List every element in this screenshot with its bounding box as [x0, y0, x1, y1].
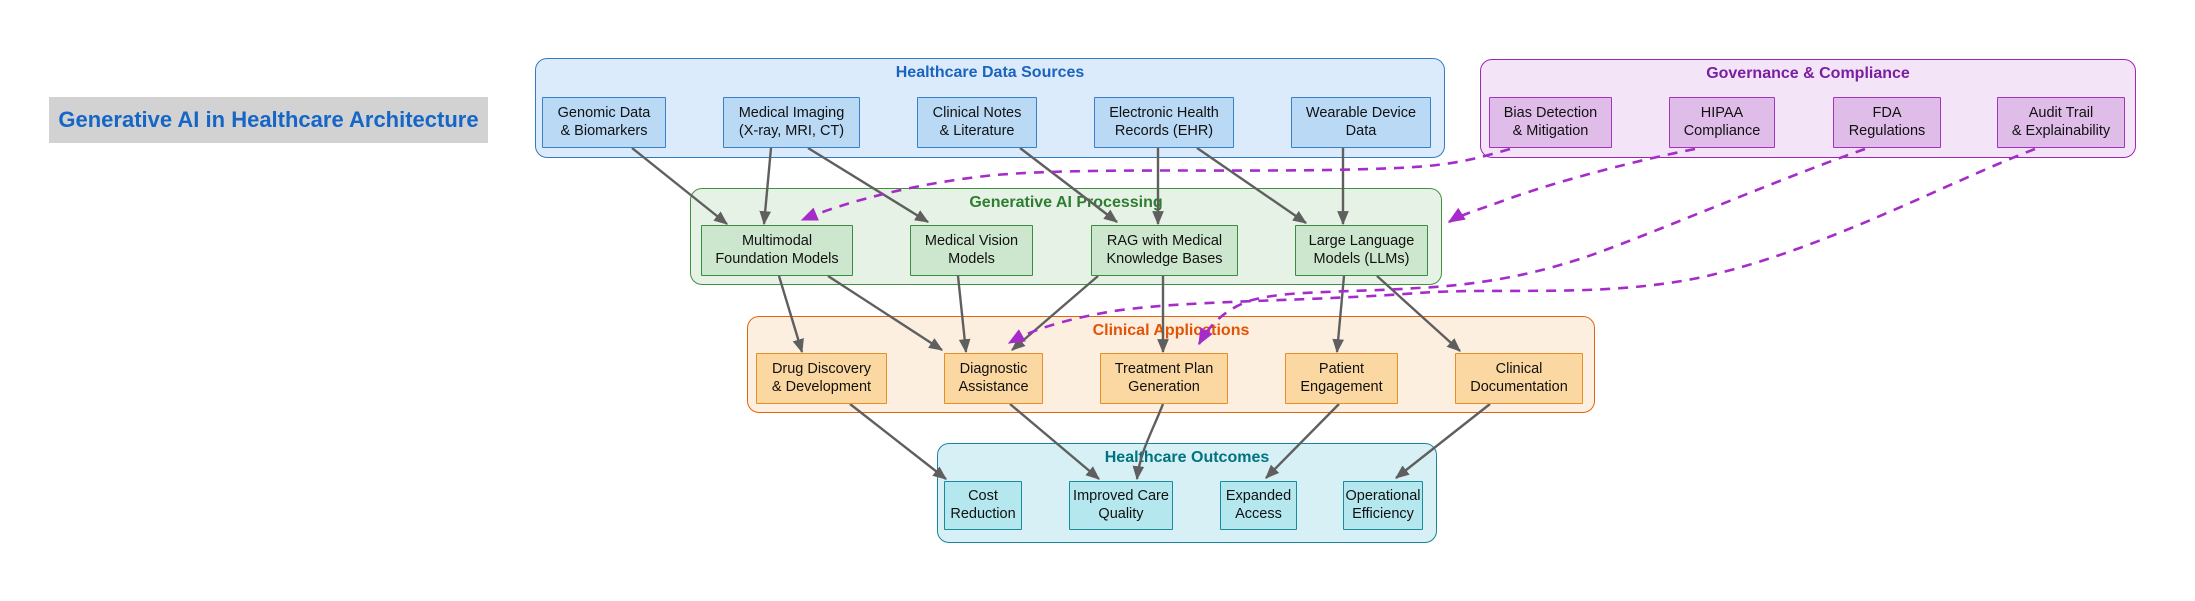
edge-multimodal-to-diagnostic	[827, 274, 943, 352]
node-clinical-documentation: Clinical Documentation	[1455, 353, 1583, 404]
node-clinical-notes: Clinical Notes & Literature	[917, 97, 1037, 148]
node-hipaa-compliance: HIPAA Compliance	[1669, 97, 1775, 148]
node-bias-detection: Bias Detection & Mitigation	[1489, 97, 1612, 148]
node-treatment-plan: Treatment Plan Generation	[1100, 353, 1228, 404]
edge-documentation-to-efficiency	[1395, 403, 1491, 479]
edge-treatment-to-quality	[1132, 403, 1165, 481]
node-multimodal-foundation-models: Multimodal Foundation Models	[701, 225, 853, 276]
node-diagnostic-assistance: Diagnostic Assistance	[944, 353, 1043, 404]
node-drug-discovery: Drug Discovery & Development	[756, 353, 887, 404]
edge-drug-to-cost	[849, 403, 947, 480]
edge-audit-to-diagnostic	[1007, 147, 2036, 345]
node-genomic-data: Genomic Data & Biomarkers	[542, 97, 666, 148]
edge-vision-to-diagnostic	[956, 275, 971, 354]
node-cost-reduction: Cost Reduction	[944, 481, 1022, 530]
group-title-governance: Governance & Compliance	[1706, 65, 1910, 82]
edge-notes-to-rag	[1019, 147, 1118, 223]
edge-engagement-to-access	[1265, 403, 1340, 479]
edge-imaging-to-vision	[807, 146, 929, 224]
node-fda-regulations: FDA Regulations	[1833, 97, 1941, 148]
edge-diagnostic-to-quality	[1009, 403, 1100, 480]
node-expanded-access: Expanded Access	[1220, 481, 1297, 530]
edge-ehr-to-llm	[1196, 147, 1307, 224]
node-improved-care-quality: Improved Care Quality	[1069, 481, 1173, 530]
node-medical-imaging: Medical Imaging (X-ray, MRI, CT)	[723, 97, 860, 148]
node-rag-knowledge-bases: RAG with Medical Knowledge Bases	[1091, 225, 1238, 276]
edge-fda-to-treatment	[1197, 147, 1866, 346]
group-title-processing: Generative AI Processing	[969, 194, 1163, 211]
edge-imaging-to-multimodal	[759, 147, 773, 226]
edge-multimodal-to-drug	[777, 275, 804, 354]
edge-llm-to-documentation	[1376, 275, 1461, 352]
edge-genomic-to-multimodal	[631, 147, 728, 225]
node-medical-vision-models: Medical Vision Models	[910, 225, 1033, 276]
node-llm: Large Language Models (LLMs)	[1295, 225, 1428, 276]
node-patient-engagement: Patient Engagement	[1285, 353, 1398, 404]
edge-llm-to-engagement	[1332, 275, 1346, 354]
edge-bias-to-multimodal	[800, 147, 1511, 222]
node-ehr: Electronic Health Records (EHR)	[1094, 97, 1234, 148]
edge-rag-to-diagnostic	[1011, 275, 1099, 351]
node-audit-trail: Audit Trail & Explainability	[1997, 97, 2125, 148]
group-title-outcomes: Healthcare Outcomes	[1104, 449, 1270, 466]
diagram-title: Generative AI in Healthcare Architecture	[49, 97, 488, 143]
edge-hipaa-to-llm	[1447, 147, 1696, 224]
node-operational-efficiency: Operational Efficiency	[1343, 481, 1423, 530]
group-title-sources: Healthcare Data Sources	[895, 64, 1085, 81]
node-wearable-data: Wearable Device Data	[1291, 97, 1431, 148]
